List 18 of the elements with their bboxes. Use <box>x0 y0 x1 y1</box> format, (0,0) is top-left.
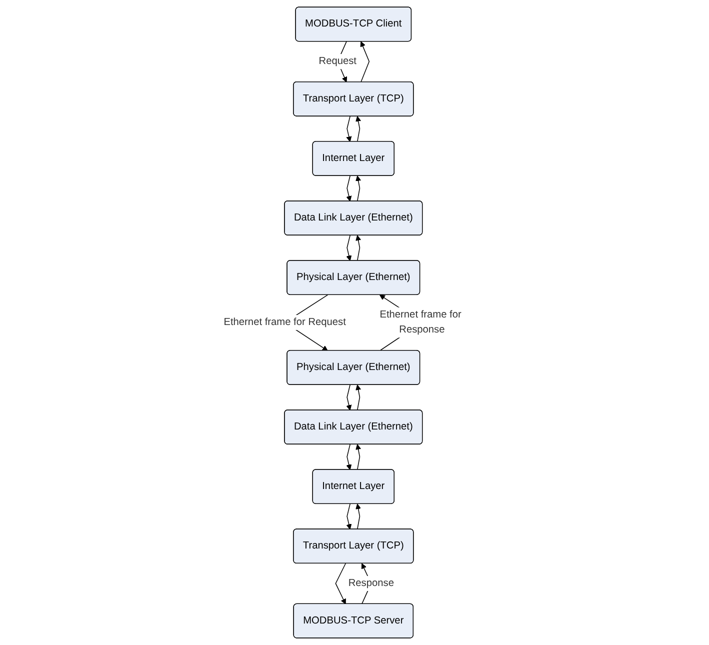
arrow <box>356 176 362 202</box>
arrow <box>356 116 362 142</box>
arrow <box>356 235 362 262</box>
arrow <box>346 235 352 261</box>
edge-label: Response <box>348 578 394 589</box>
arrow <box>346 116 352 142</box>
edge-label: Ethernet frame for Request <box>224 316 346 328</box>
arrow <box>356 444 362 470</box>
arrow <box>346 504 352 530</box>
arrow <box>346 176 352 202</box>
edge-label: Request <box>318 56 356 67</box>
arrow <box>356 504 362 530</box>
arrow <box>356 384 362 411</box>
arrow <box>335 563 346 604</box>
arrow <box>346 444 352 470</box>
arrow <box>346 384 352 410</box>
arrow <box>360 41 370 82</box>
edge-label: Ethernet frame for Response <box>380 309 462 336</box>
